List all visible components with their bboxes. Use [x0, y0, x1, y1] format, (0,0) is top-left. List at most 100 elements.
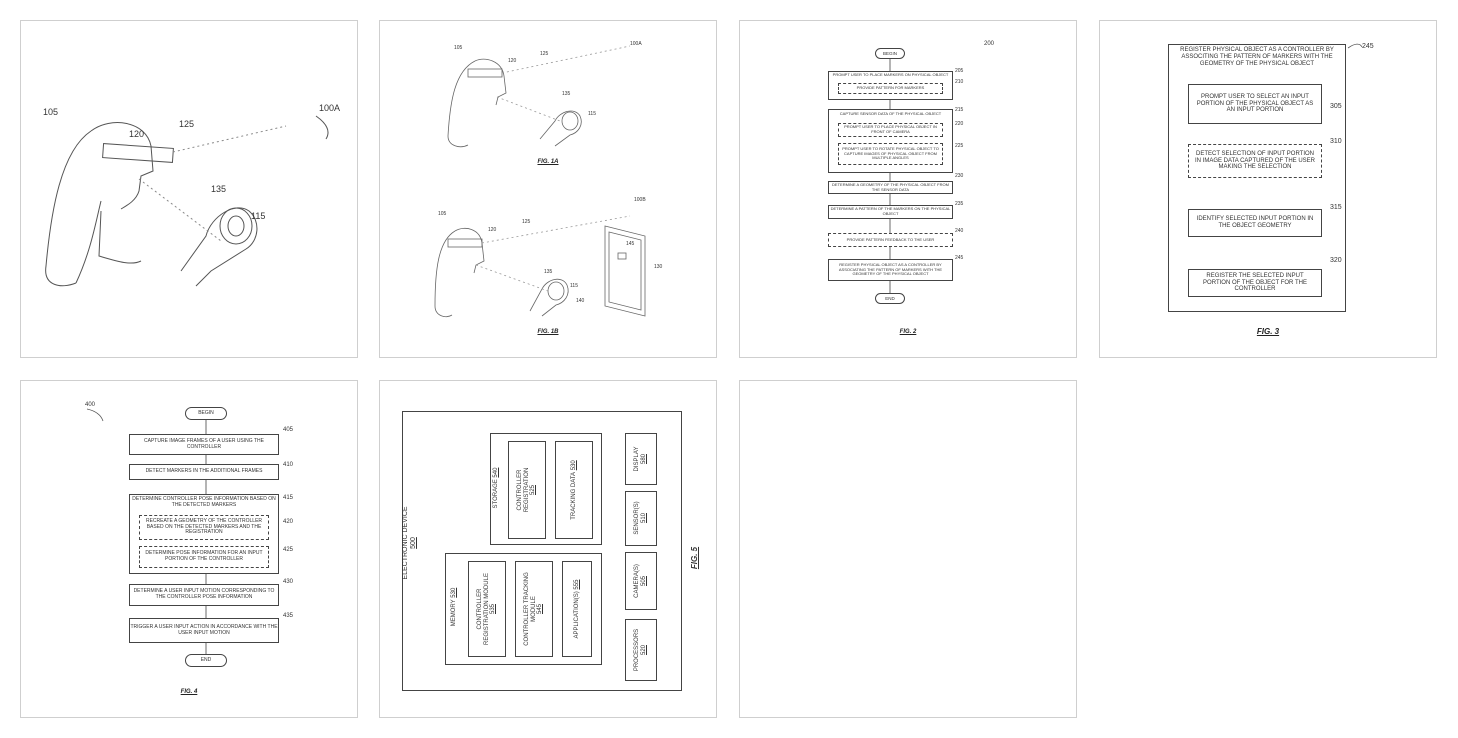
ref-305: 305: [1330, 103, 1342, 110]
fig-5-apps-ref: 555: [573, 579, 580, 590]
ref-245: 245: [955, 255, 964, 261]
ref-415: 415: [283, 495, 294, 501]
fig-2-ref: 200: [984, 41, 995, 47]
fig-5-memory-text: MEMORY: [450, 599, 457, 627]
fig-3-step-305: PROMPT USER TO SELECT AN INPUT PORTION O…: [1188, 84, 1322, 124]
fig-5-apps-box: [562, 561, 592, 657]
ref-115: 115: [251, 211, 266, 221]
ref-320: 320: [1330, 257, 1342, 264]
ref-115: 115: [570, 283, 578, 289]
ref-135: 135: [211, 184, 227, 194]
fig-4-step-410: DETECT MARKERS IN THE ADDITIONAL FRAMES: [129, 464, 279, 480]
thumbnail-empty[interactable]: [739, 380, 1077, 718]
fig-5-ctrl-reg-text: CONTROLLER REGISTRATION: [517, 467, 530, 513]
fig-3-step-310: DETECT SELECTION OF INPUT PORTION IN IMA…: [1188, 144, 1322, 178]
fig-2-step-220: PROMPT USER TO PLACE PHYSICAL OBJECT IN …: [838, 123, 943, 137]
fig-4-step-415-text: DETERMINE CONTROLLER POSE INFORMATION BA…: [132, 496, 276, 508]
fig-5-ctrl-reg-mod-label: CONTROLLER REGISTRATION MODULE 535: [470, 566, 504, 652]
fig-2-caption: FIG. 2: [899, 329, 917, 335]
fig-5-display-label: DISPLAY 580: [633, 434, 649, 484]
thumbnail-fig-2[interactable]: BEGIN 200 PROMPT USER TO PLACE MARKERS O…: [739, 20, 1077, 358]
fig-5-display-text: DISPLAY: [634, 446, 641, 472]
fig-2-step-235: DETERMINE A PATTERN OF THE MARKERS ON TH…: [828, 205, 953, 219]
fig-1a-caption: FIG. 1A: [537, 159, 559, 165]
fig-5-ctrl-reg-mod-ref: 535: [490, 604, 497, 615]
thumbnail-fig-1a-1b[interactable]: 105 120 125 100A 135 115 FIG. 1A 105 120…: [379, 20, 717, 358]
ref-215: 215: [955, 107, 964, 113]
thumbnail-fig-1a-large[interactable]: 105 120 125 100A 135 115: [20, 20, 358, 358]
ref-235: 235: [955, 201, 964, 207]
fig-5-ctrl-track-mod-ref: 545: [537, 604, 544, 615]
thumbnail-fig-3[interactable]: REGISTER PHYSICAL OBJECT AS A CONTROLLER…: [1099, 20, 1437, 358]
fig-5-sensors-ref: 510: [641, 513, 647, 524]
fig-5-sensors-text: SENSOR(S): [634, 501, 641, 535]
ref-130: 130: [654, 264, 663, 270]
thumbnail-fig-4[interactable]: 400 BEGIN CAPTURE IMAGE FRAMES OF A USER…: [20, 380, 358, 718]
fig-2-step-205-text: PROMPT USER TO PLACE MARKERS ON PHYSICAL…: [832, 72, 949, 77]
fig-4-step-425: DETERMINE POSE INFORMATION FOR AN INPUT …: [139, 546, 269, 568]
ref-240: 240: [955, 228, 964, 234]
fig-5-display-ref: 580: [641, 454, 647, 465]
fig-5-ctrl-reg-ref: 525: [530, 485, 537, 496]
fig-4-step-430: DETERMINE A USER INPUT MOTION CORRESPOND…: [129, 584, 279, 606]
fig-5-processors-text: PROCESSORS: [634, 628, 641, 672]
fig-5-ctrl-track-mod-box: [515, 561, 553, 657]
fig-2-step-225: PROMPT USER TO ROTATE PHYSICAL OBJECT TO…: [838, 143, 943, 165]
ref-105: 105: [438, 211, 447, 217]
fig-4-begin: BEGIN: [185, 407, 227, 420]
fig-1a-drawing: [45, 115, 329, 287]
fig-5-ctrl-reg-label: CONTROLLER REGISTRATION 525: [510, 447, 544, 533]
fig-5-processors-label: PROCESSORS 520: [633, 620, 649, 680]
ref-100a: 100A: [319, 103, 341, 113]
fig-5-device-ref: 500: [410, 537, 417, 549]
fig-4-ref: 400: [85, 402, 96, 408]
fig-1a-1b-drawing: [434, 45, 646, 318]
ref-430: 430: [283, 579, 294, 585]
fig-4-step-405: CAPTURE IMAGE FRAMES OF A USER USING THE…: [129, 434, 279, 455]
ref-405: 405: [283, 427, 294, 433]
ref-105: 105: [43, 107, 59, 117]
fig-5-apps-label: APPLICATION(S) 555: [569, 569, 585, 649]
fig-5-sensors-box: [625, 491, 657, 546]
fig-2-end: END: [875, 293, 905, 304]
ref-120: 120: [508, 58, 517, 64]
fig-4-step-435: TRIGGER A USER INPUT ACTION IN ACCORDANC…: [129, 618, 279, 643]
fig-5-tracking-ref: 530: [570, 460, 577, 471]
fig-2-connectors: [889, 59, 891, 293]
ref-140: 140: [576, 298, 585, 304]
fig-2-step-215-text: CAPTURE SENSOR DATA OF THE PHYSICAL OBJE…: [839, 111, 942, 116]
ref-125: 125: [522, 219, 531, 225]
ref-135: 135: [562, 91, 571, 97]
fig-5-ctrl-track-mod-text: CONTROLLER TRACKING MODULE: [524, 572, 537, 646]
ref-145: 145: [626, 241, 635, 247]
ref-205: 205: [955, 68, 964, 74]
fig-5-ctrl-track-mod-label: CONTROLLER TRACKING MODULE 545: [517, 566, 551, 652]
fig-5-processors-box: [625, 619, 657, 681]
fig-5-memory-label: MEMORY 530: [448, 579, 460, 635]
fig-5-memory-ref: 530: [450, 587, 457, 598]
fig-5-processors-ref: 520: [641, 645, 647, 656]
fig-5-caption: FIG. 5: [688, 533, 702, 583]
fig-2-step-210: PROVIDE PATTERN FOR MARKERS: [838, 83, 943, 94]
ref-125: 125: [179, 119, 195, 129]
fig-5-cameras-text: CAMERA(S): [634, 564, 641, 598]
ref-220: 220: [955, 121, 964, 127]
fig-5-tracking-text: TRACKING DATA: [570, 471, 577, 520]
fig-5-tracking-box: [555, 441, 593, 539]
ref-245: 245: [1362, 43, 1374, 50]
fig-4-connectors: [86, 408, 207, 654]
fig-3-outer-text: REGISTER PHYSICAL OBJECT AS A CONTROLLER…: [1180, 47, 1334, 67]
fig-5-apps-text: APPLICATION(S): [573, 591, 580, 639]
ref-100a: 100A: [630, 41, 642, 47]
fig-5-ctrl-reg-mod-text: CONTROLLER REGISTRATION MODULE: [477, 573, 490, 645]
ref-120: 120: [488, 227, 497, 233]
thumbnail-fig-5[interactable]: ELECTRONIC DEVICE 500 STORAGE 540 CONTRO…: [379, 380, 717, 718]
ref-425: 425: [283, 547, 294, 553]
fig-5-ctrl-reg-mod-box: [468, 561, 506, 657]
fig-5-cameras-ref: 505: [641, 576, 647, 587]
fig-5-ctrl-reg-box: [508, 441, 546, 539]
fig-5-storage-label: STORAGE 540: [490, 458, 502, 518]
ref-410: 410: [283, 462, 294, 468]
ref-230: 230: [955, 173, 964, 179]
fig-5-sensors-label: SENSOR(S) 510: [633, 493, 649, 543]
